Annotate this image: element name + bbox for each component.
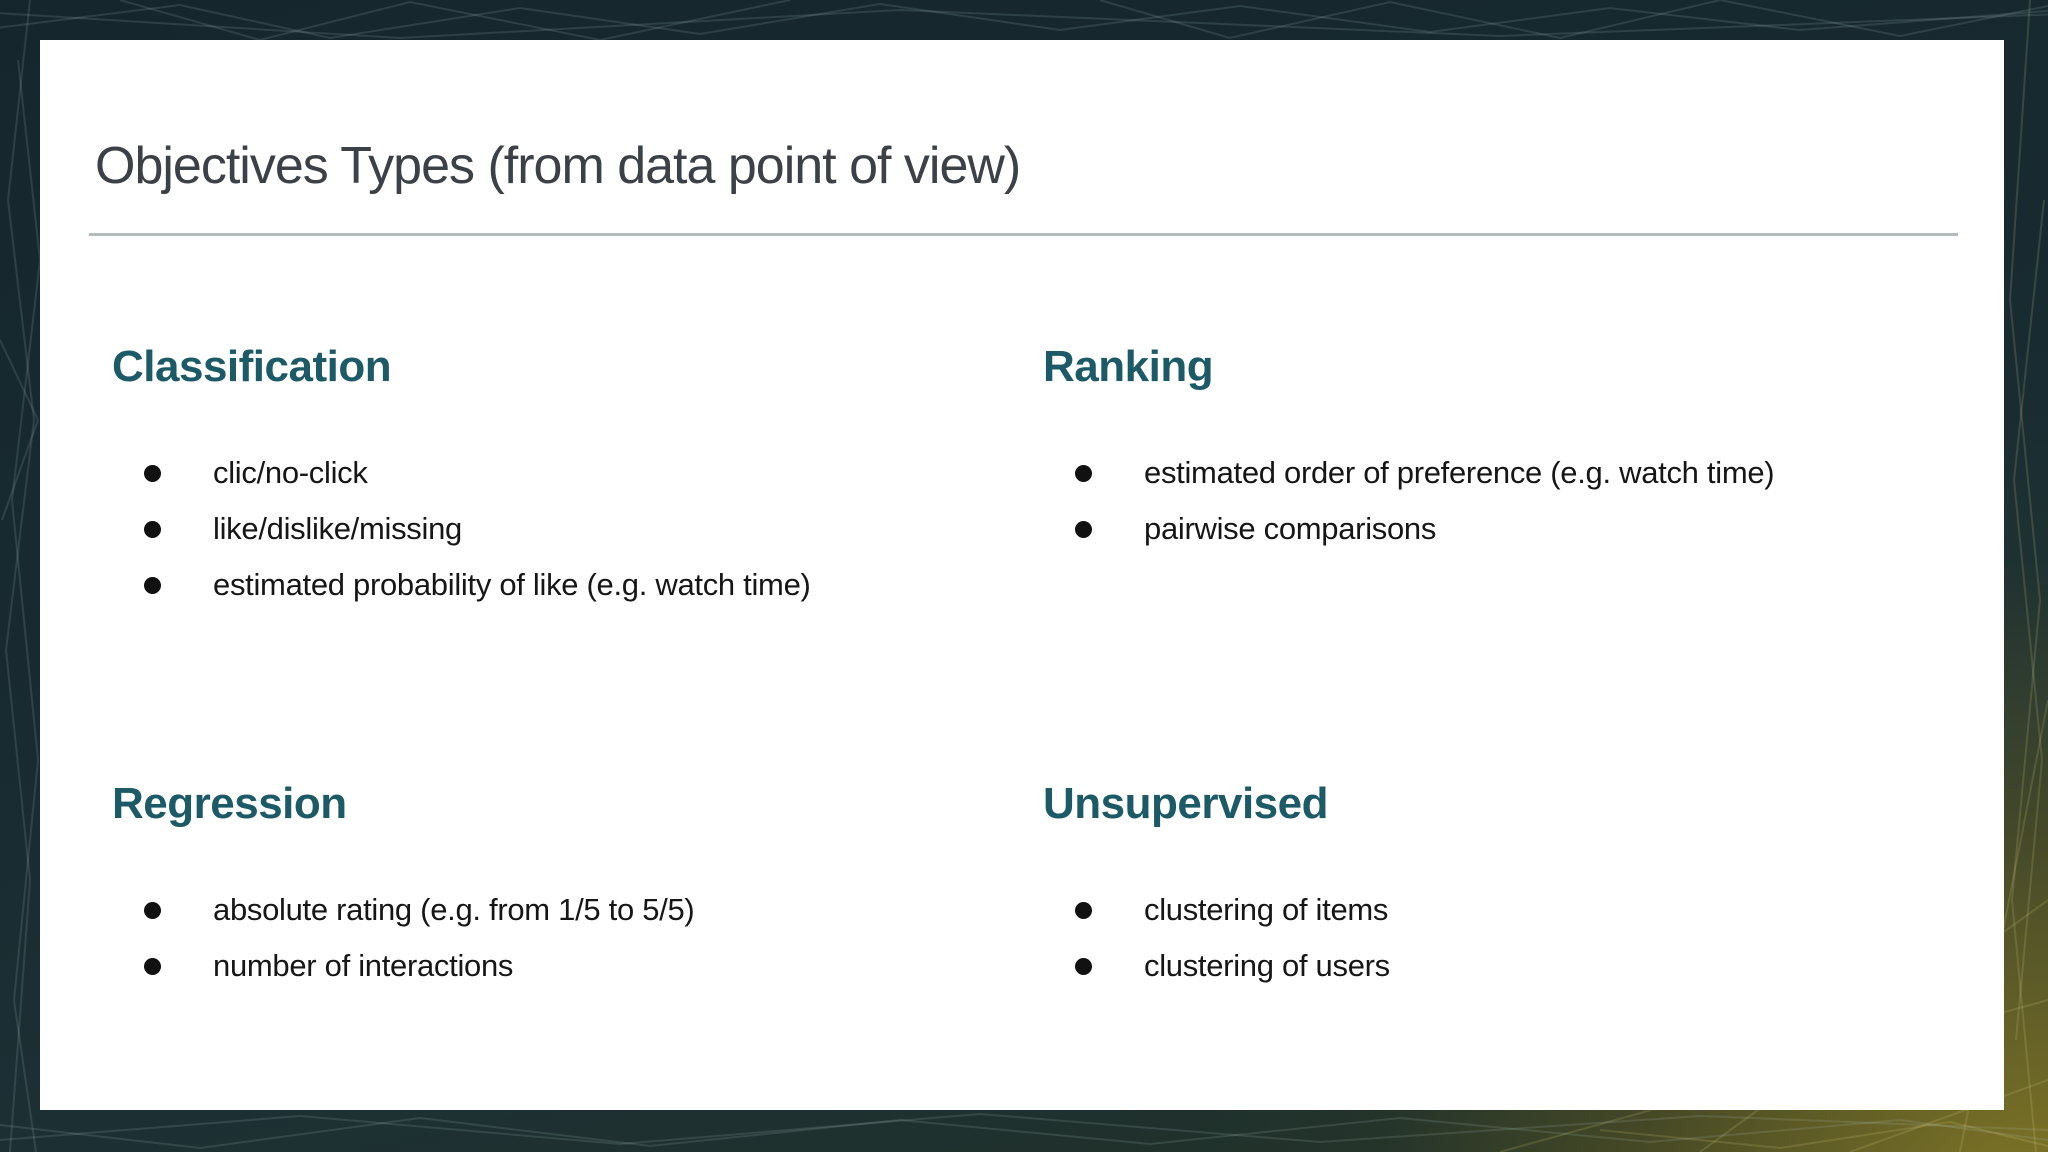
title-divider	[89, 233, 1958, 236]
section-regression: Regression absolute rating (e.g. from 1/…	[112, 778, 1043, 994]
list-item-text: clustering of items	[1144, 892, 1389, 927]
section-unsupervised: Unsupervised clustering of items cluster…	[1043, 778, 2004, 994]
bullet-icon	[144, 902, 161, 919]
ranking-list: estimated order of preference (e.g. watc…	[1043, 445, 2004, 557]
list-item-text: like/dislike/missing	[213, 511, 462, 546]
sections-grid: Classification clic/no-click like/dislik…	[40, 341, 2004, 994]
list-item: estimated probability of like (e.g. watc…	[112, 557, 1043, 613]
bullet-icon	[1075, 958, 1092, 975]
list-item: pairwise comparisons	[1043, 501, 2004, 557]
section-heading-regression: Regression	[112, 779, 347, 828]
list-item-text: pairwise comparisons	[1144, 511, 1437, 546]
section-classification: Classification clic/no-click like/dislik…	[112, 341, 1043, 613]
list-item-text: estimated probability of like (e.g. watc…	[213, 567, 811, 602]
bullet-icon	[144, 577, 161, 594]
slide-card: Objectives Types (from data point of vie…	[40, 40, 2004, 1110]
bullet-icon	[144, 958, 161, 975]
list-item-text: clustering of users	[1144, 948, 1390, 983]
list-item-text: clic/no-click	[213, 455, 368, 490]
bullet-icon	[144, 465, 161, 482]
list-item: clic/no-click	[112, 445, 1043, 501]
regression-list: absolute rating (e.g. from 1/5 to 5/5) n…	[112, 882, 1043, 994]
unsupervised-list: clustering of items clustering of users	[1043, 882, 2004, 994]
list-item: number of interactions	[112, 938, 1043, 994]
list-item: clustering of items	[1043, 882, 2004, 938]
list-item-text: absolute rating (e.g. from 1/5 to 5/5)	[213, 892, 695, 927]
section-heading-classification: Classification	[112, 342, 392, 391]
bullet-icon	[1075, 521, 1092, 538]
page-title: Objectives Types (from data point of vie…	[95, 137, 1021, 195]
section-heading-ranking: Ranking	[1043, 342, 1214, 391]
list-item-text: number of interactions	[213, 948, 514, 983]
section-heading-unsupervised: Unsupervised	[1043, 779, 1328, 828]
list-item: clustering of users	[1043, 938, 2004, 994]
bullet-icon	[1075, 902, 1092, 919]
list-item: absolute rating (e.g. from 1/5 to 5/5)	[112, 882, 1043, 938]
list-item: estimated order of preference (e.g. watc…	[1043, 445, 2004, 501]
list-item-text: estimated order of preference (e.g. watc…	[1144, 455, 1775, 490]
list-item: like/dislike/missing	[112, 501, 1043, 557]
classification-list: clic/no-click like/dislike/missing estim…	[112, 445, 1043, 613]
bullet-icon	[1075, 465, 1092, 482]
section-ranking: Ranking estimated order of preference (e…	[1043, 341, 2004, 613]
bullet-icon	[144, 521, 161, 538]
